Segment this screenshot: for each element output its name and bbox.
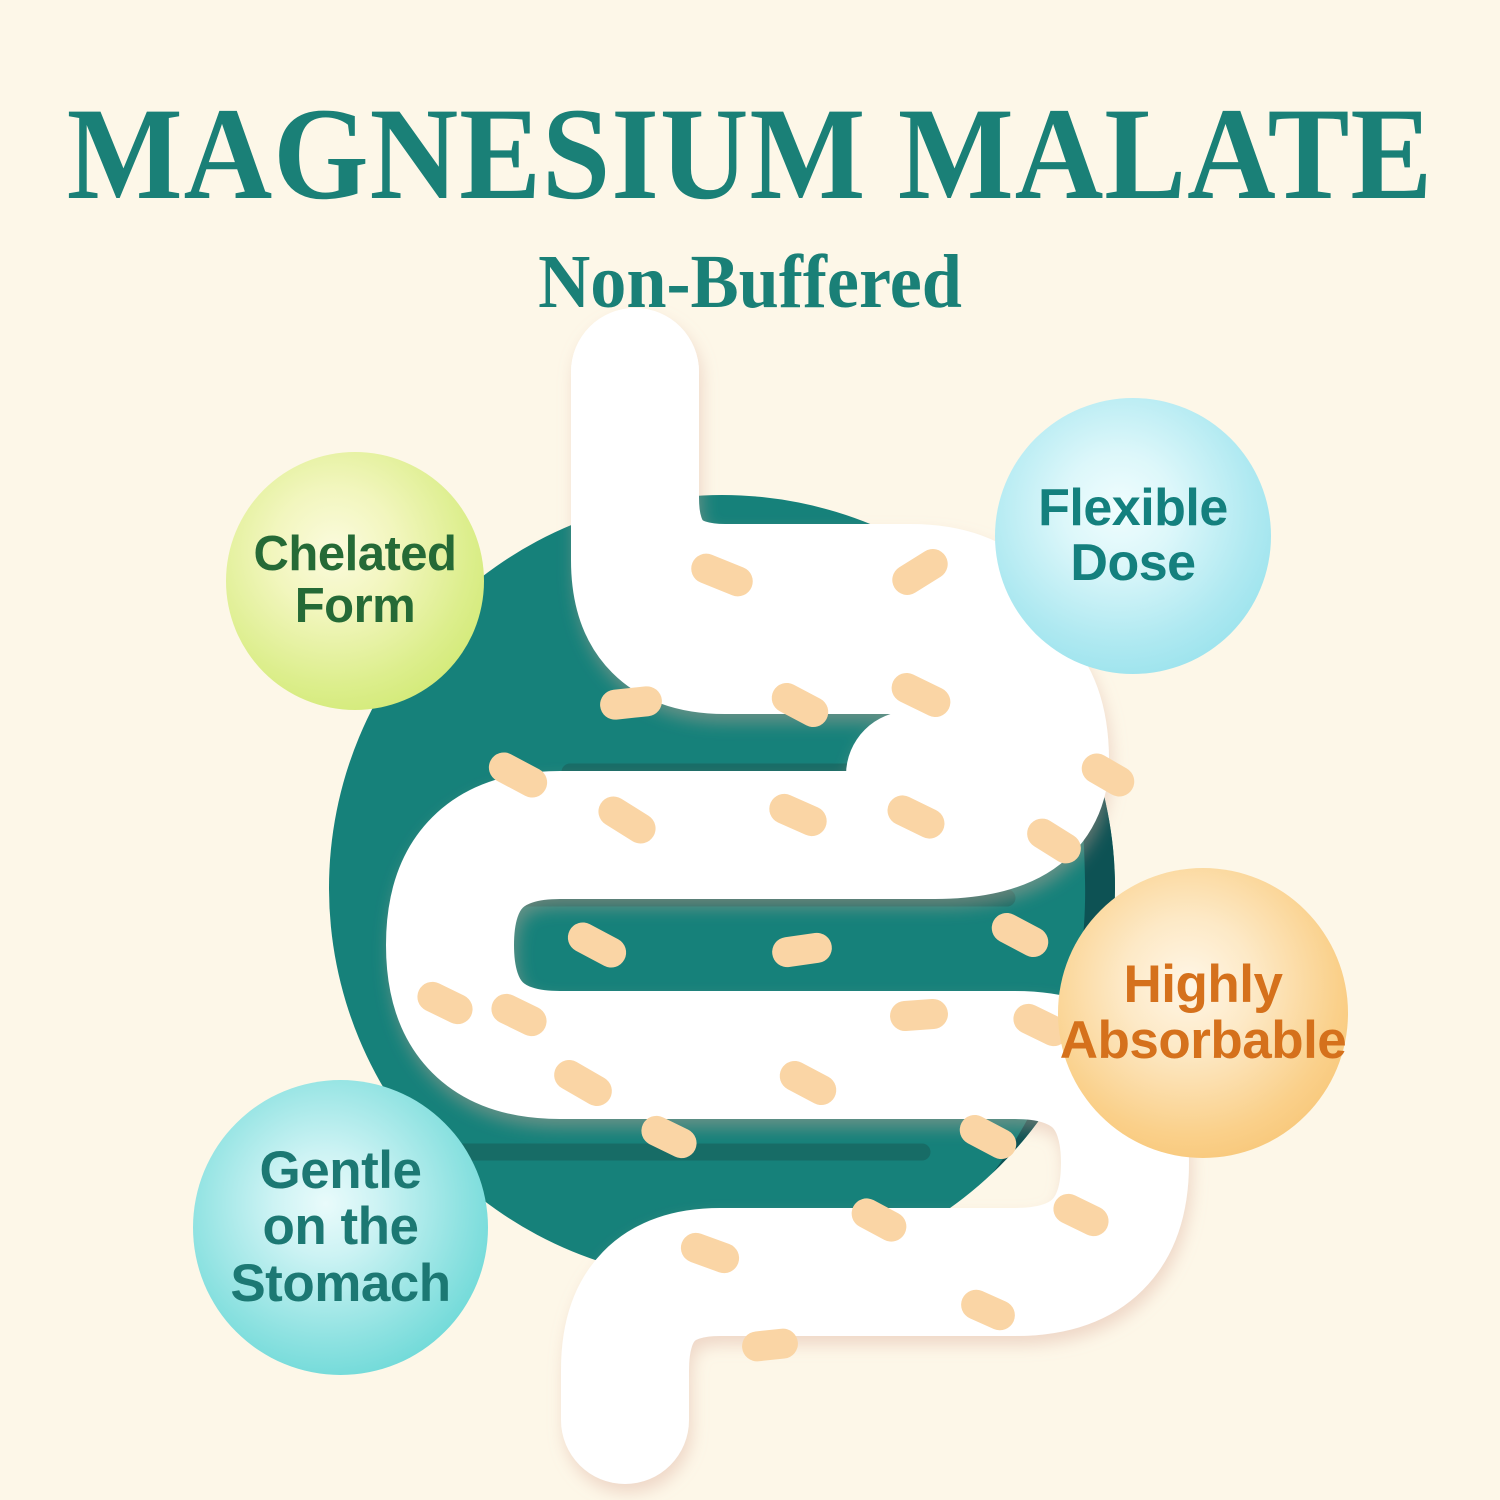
badge-gentle-on-stomach-label: Gentle on the Stomach [230,1141,451,1313]
badge-highly-absorbable[interactable]: Highly Absorbable [1058,868,1348,1158]
page-subtitle: Non-Buffered [538,240,962,324]
nutrient-capsules [417,549,1165,1362]
badge-chelated-form-label: Chelated Form [253,527,457,633]
badge-chelated-form[interactable]: Chelated Form [226,452,484,710]
intestine-tube [386,308,1189,1484]
badge-highly-absorbable-label: Highly Absorbable [1059,954,1347,1070]
page-title: MAGNESIUM MALATE [66,80,1434,227]
badge-flexible-dose-label: Flexible Dose [1038,478,1228,592]
badge-flexible-dose[interactable]: Flexible Dose [995,398,1271,674]
heading-block: MAGNESIUM MALATE Non-Buffered [0,0,1500,324]
badge-gentle-on-stomach[interactable]: Gentle on the Stomach [193,1080,488,1375]
